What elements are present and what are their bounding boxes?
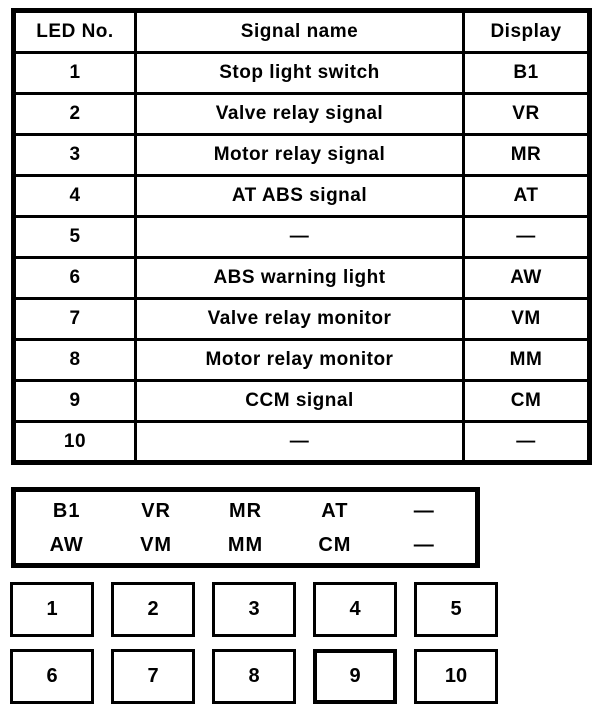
signal-name-cell: Valve relay monitor	[134, 297, 465, 341]
led-no-cell: 6	[12, 256, 137, 300]
display-code: B1	[52, 499, 81, 522]
display-cell: B1	[462, 51, 591, 95]
led-box: 9	[313, 649, 397, 704]
display-code: —	[413, 499, 435, 522]
led-no-cell: 9	[12, 379, 137, 423]
display-cell: AW	[462, 256, 591, 300]
led-box: 1	[10, 582, 94, 637]
led-box: 7	[111, 649, 195, 704]
col-header-led-no: LED No.	[12, 9, 137, 54]
display-cell: —	[462, 420, 591, 464]
display-code: VM	[140, 533, 173, 556]
display-code: MM	[227, 533, 264, 556]
led-no-cell: 4	[12, 174, 137, 218]
col-header-signal-name: Signal name	[134, 9, 465, 54]
led-no-cell: 7	[12, 297, 137, 341]
display-code: VR	[141, 499, 171, 522]
signal-name-cell: ABS warning light	[134, 256, 465, 300]
led-no-cell: 10	[12, 420, 137, 464]
signal-name-cell: Valve relay signal	[134, 92, 465, 136]
display-code: AT	[321, 499, 349, 522]
col-header-display: Display	[462, 9, 591, 54]
signal-name-cell: Stop light switch	[134, 51, 465, 95]
led-no-cell: 2	[12, 92, 137, 136]
led-no-cell: 8	[12, 338, 137, 382]
led-no-cell: 3	[12, 133, 137, 177]
display-code: CM	[318, 533, 352, 556]
display-code: MR	[228, 499, 263, 522]
table-row: 10——	[12, 420, 591, 464]
display-code: AW	[49, 533, 84, 556]
signal-name-cell: CCM signal	[134, 379, 465, 423]
led-box: 3	[212, 582, 296, 637]
led-no-cell: 5	[12, 215, 137, 259]
display-cell: —	[462, 215, 591, 259]
led-box: 8	[212, 649, 296, 704]
table-row: 5——	[12, 215, 591, 259]
display-cell: MM	[462, 338, 591, 382]
display-cell: AT	[462, 174, 591, 218]
signal-name-cell: Motor relay signal	[134, 133, 465, 177]
led-box: 10	[414, 649, 498, 704]
display-cell: VR	[462, 92, 591, 136]
display-panel-row: B1 VR MR AT —	[22, 496, 469, 526]
display-panel-row: AW VM MM CM —	[22, 530, 469, 560]
led-box: 4	[313, 582, 397, 637]
display-panel: B1 VR MR AT — AW VM MM CM —	[11, 487, 480, 568]
display-code: —	[413, 533, 435, 556]
led-no-cell: 1	[12, 51, 137, 95]
led-box: 6	[10, 649, 94, 704]
display-cell: CM	[462, 379, 591, 423]
signal-name-cell: —	[134, 420, 465, 464]
signal-name-cell: —	[134, 215, 465, 259]
display-cell: VM	[462, 297, 591, 341]
signal-name-cell: AT ABS signal	[134, 174, 465, 218]
display-cell: MR	[462, 133, 591, 177]
signal-name-cell: Motor relay monitor	[134, 338, 465, 382]
led-box: 2	[111, 582, 195, 637]
table-header-row: LED No. Signal name Display	[12, 9, 591, 54]
led-box: 5	[414, 582, 498, 637]
